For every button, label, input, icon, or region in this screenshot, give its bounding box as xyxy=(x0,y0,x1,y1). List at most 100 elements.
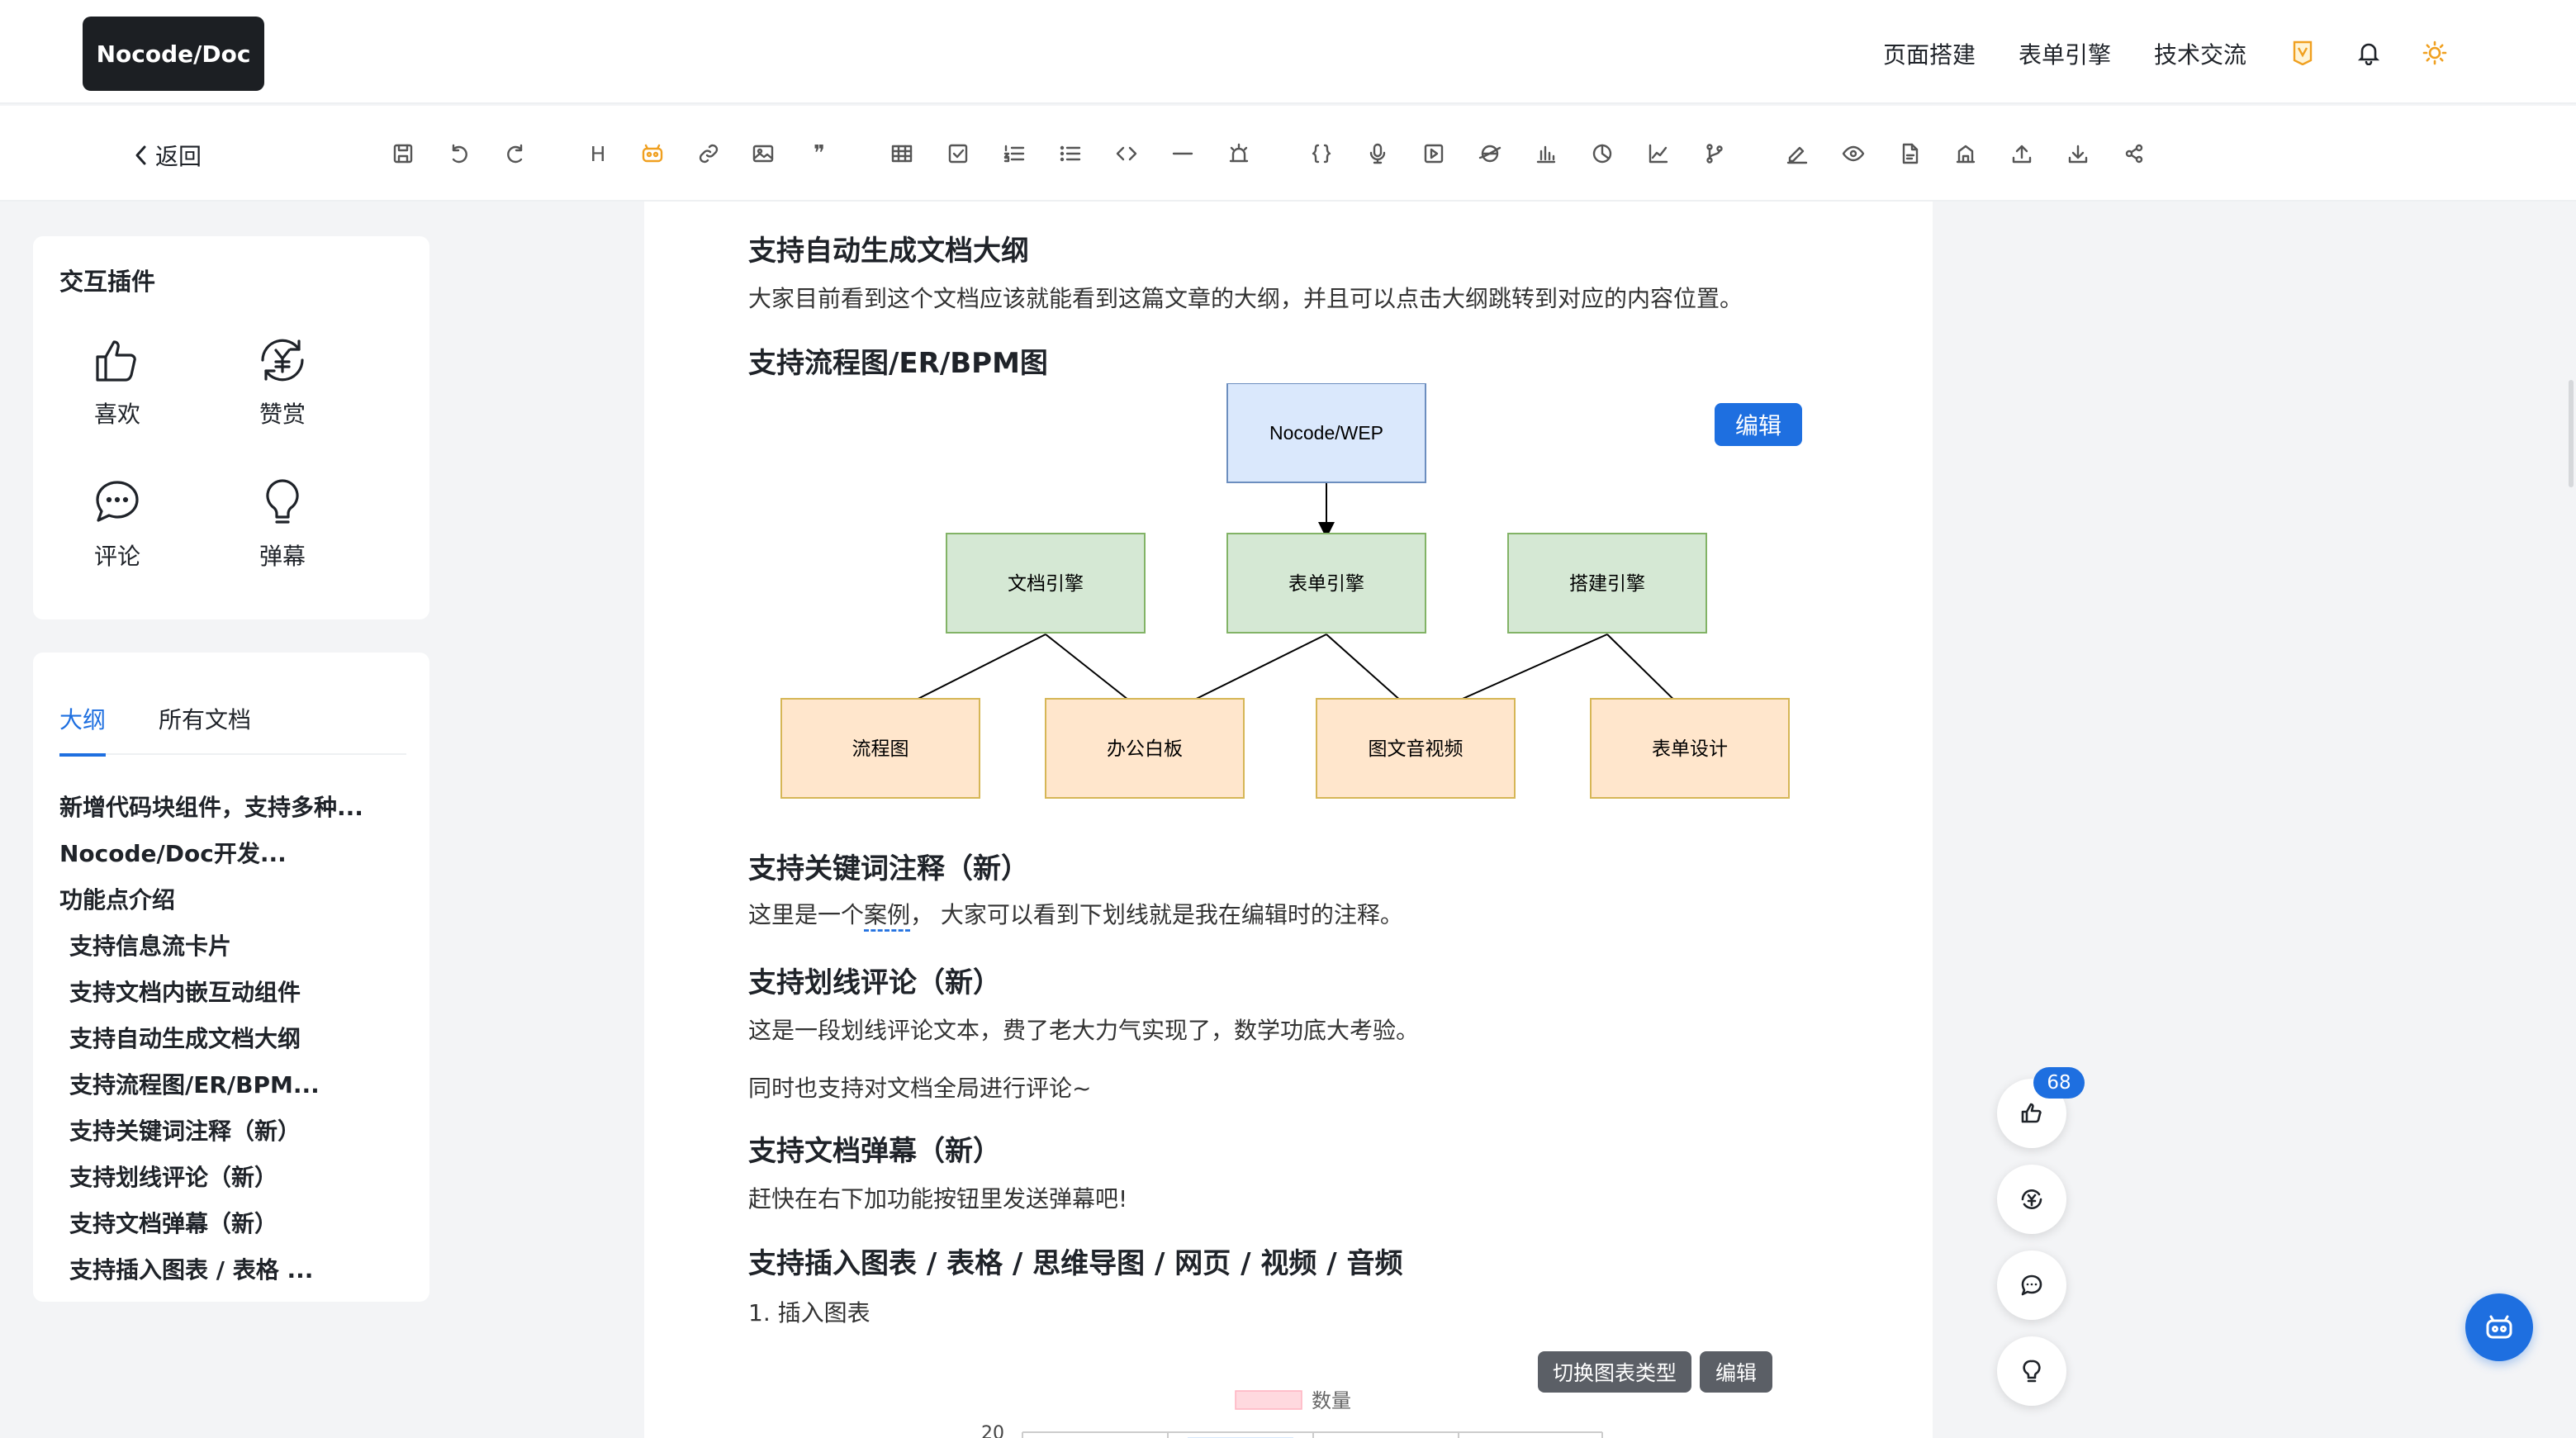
keyword-note[interactable]: 案例 xyxy=(864,901,911,928)
outline-item[interactable]: 功能点介绍 xyxy=(59,886,176,914)
flow-node-media[interactable]: 图文音视频 xyxy=(1316,698,1516,799)
flow-node-label: 搭建引擎 xyxy=(1569,573,1645,595)
paragraph-text: 这里是一个 xyxy=(748,901,865,928)
paragraph-text: ， 大家可以看到下划线就是我在编辑时的注释。 xyxy=(910,901,1403,928)
sign-icon[interactable] xyxy=(1781,134,1814,173)
plugin-icon[interactable] xyxy=(636,134,669,173)
float-reward-button[interactable] xyxy=(1997,1165,2066,1234)
building-icon[interactable] xyxy=(1949,134,1982,173)
outline-item[interactable]: 支持自动生成文档大纲 xyxy=(69,1025,301,1052)
reward-icon xyxy=(2021,1189,2042,1209)
back-button[interactable]: 返回 xyxy=(132,139,202,172)
bell-icon[interactable] xyxy=(2352,36,2385,69)
flow-node-form-design[interactable]: 表单设计 xyxy=(1590,698,1790,799)
flow-node-label: 流程图 xyxy=(852,738,909,760)
sun-icon[interactable] xyxy=(2418,36,2451,69)
nav-page-builder[interactable]: 页面搭建 xyxy=(1883,41,1976,69)
web-icon[interactable] xyxy=(1473,134,1506,173)
plugin-comment[interactable]: 评论 xyxy=(59,476,175,572)
undo-icon[interactable] xyxy=(443,134,476,173)
bullet-list-icon[interactable] xyxy=(1054,134,1087,173)
y-tick-label: 20 xyxy=(981,1423,1004,1438)
flow-node-root[interactable]: Nocode/WEP xyxy=(1226,383,1426,483)
upload-icon[interactable] xyxy=(2005,134,2038,173)
plugin-danmaku[interactable]: 弹幕 xyxy=(225,476,340,572)
flow-node-label: 办公白板 xyxy=(1107,738,1183,760)
heading-icon[interactable]: H xyxy=(590,141,606,166)
video-icon[interactable] xyxy=(1417,134,1450,173)
vip-icon[interactable] xyxy=(2286,36,2319,69)
comment-icon xyxy=(96,481,139,522)
image-icon[interactable] xyxy=(747,134,780,173)
bar-chart-icon[interactable] xyxy=(1530,134,1563,173)
save-icon[interactable] xyxy=(387,134,420,173)
outline-list: 新增代码块组件，支持多种... Nocode/Doc开发... 功能点介绍 支持… xyxy=(59,785,415,1293)
plugin-like[interactable]: 喜欢 xyxy=(59,334,175,430)
flow-node-label: 图文音视频 xyxy=(1369,738,1464,760)
outline-item[interactable]: 支持文档内嵌互动组件 xyxy=(69,979,301,1006)
top-nav: 页面搭建 表单引擎 技术交流 xyxy=(1883,33,2289,74)
flow-node-build-engine[interactable]: 搭建引擎 xyxy=(1507,533,1707,634)
edit-flowchart-button[interactable]: 编辑 xyxy=(1715,403,1802,446)
reward-icon xyxy=(261,339,304,382)
flow-node-doc-engine[interactable]: 文档引擎 xyxy=(946,533,1146,634)
divider-icon[interactable] xyxy=(1166,134,1199,173)
code-icon[interactable] xyxy=(1110,134,1143,173)
outline-item[interactable]: Nocode/Doc开发... xyxy=(59,840,287,867)
section-title: 支持文档弹幕（新） xyxy=(748,1135,1001,1168)
brand-logo[interactable]: Nocode/Doc xyxy=(83,17,264,91)
flow-node-flowchart[interactable]: 流程图 xyxy=(780,698,980,799)
top-header: Nocode/Doc 页面搭建 表单引擎 技术交流 xyxy=(0,0,2576,104)
branch-icon[interactable] xyxy=(1698,134,1731,173)
flow-node-whiteboard[interactable]: 办公白板 xyxy=(1045,698,1245,799)
switch-chart-type-button[interactable]: 切换图表类型 xyxy=(1538,1351,1691,1393)
flow-node-label: 文档引擎 xyxy=(1008,573,1084,595)
float-comment-button[interactable] xyxy=(1997,1251,2066,1320)
nav-form-engine[interactable]: 表单引擎 xyxy=(2019,41,2112,69)
outline-item[interactable]: 支持文档弹幕（新） xyxy=(69,1210,278,1237)
bot-icon xyxy=(2486,1315,2512,1339)
nav-tech-exchange[interactable]: 技术交流 xyxy=(2154,41,2247,69)
tab-outline[interactable]: 大纲 xyxy=(59,702,107,757)
outline-item[interactable]: 支持信息流卡片 xyxy=(69,933,232,960)
editor-toolbar: 返回 H ❞ xyxy=(0,106,2576,202)
outline-item[interactable]: 支持划线评论（新） xyxy=(69,1164,278,1191)
alarm-icon[interactable] xyxy=(1222,134,1255,173)
document-content: 支持自动生成文档大纲 大家目前看到这个文档应该就能看到这篇文章的大纲，并且可以点… xyxy=(644,202,1933,1438)
outline-item[interactable]: 支持插入图表 / 表格 ... xyxy=(69,1256,314,1284)
thumbs-up-icon xyxy=(2021,1103,2042,1123)
section-title: 支持流程图/ER/BPM图 xyxy=(748,347,1048,380)
page-scrollbar[interactable] xyxy=(2569,380,2574,487)
outline-item[interactable]: 支持流程图/ER/BPM... xyxy=(69,1071,320,1099)
download-icon[interactable] xyxy=(2061,134,2094,173)
preview-icon[interactable] xyxy=(1837,134,1870,173)
mic-icon[interactable] xyxy=(1361,134,1394,173)
flow-node-form-engine[interactable]: 表单引擎 xyxy=(1226,533,1426,634)
ordered-list-icon[interactable] xyxy=(998,134,1031,173)
checkbox-icon[interactable] xyxy=(942,134,975,173)
outline-item[interactable]: 新增代码块组件，支持多种... xyxy=(59,794,363,821)
plugin-like-label: 喜欢 xyxy=(93,401,140,428)
tab-all-docs[interactable]: 所有文档 xyxy=(159,706,252,733)
chat-assistant-button[interactable] xyxy=(2465,1293,2533,1361)
bulb-icon xyxy=(2023,1360,2041,1383)
redo-icon[interactable] xyxy=(499,134,532,173)
share-icon[interactable] xyxy=(2118,134,2151,173)
document-icon[interactable] xyxy=(1893,134,1926,173)
code-block-icon[interactable] xyxy=(1305,134,1338,173)
outline-item[interactable]: 支持关键词注释（新） xyxy=(69,1118,301,1145)
bulb-icon xyxy=(266,479,299,524)
section-title: 支持关键词注释（新） xyxy=(748,852,1029,885)
float-danmaku-button[interactable] xyxy=(1997,1336,2066,1406)
plugin-reward[interactable]: 赞赏 xyxy=(225,334,340,430)
chevron-left-icon xyxy=(135,145,146,165)
link-icon[interactable] xyxy=(692,134,725,173)
quote-icon[interactable]: ❞ xyxy=(814,141,825,166)
line-chart-icon[interactable] xyxy=(1642,134,1675,173)
table-icon[interactable] xyxy=(885,134,918,173)
edit-chart-button[interactable]: 编辑 xyxy=(1700,1351,1772,1393)
pie-chart-icon[interactable] xyxy=(1586,134,1619,173)
flowchart: Nocode/WEP 文档引擎 表单引擎 搭建引擎 流程图 办公白板 图文音视频 xyxy=(780,383,1790,799)
section-title: 支持自动生成文档大纲 xyxy=(748,235,1029,268)
